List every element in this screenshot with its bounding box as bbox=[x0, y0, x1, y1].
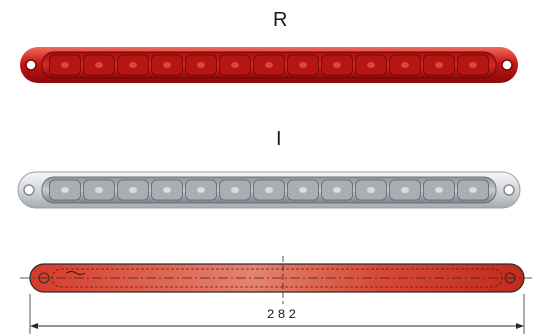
dimension-arrow-left bbox=[30, 323, 38, 329]
red-lamp-photo bbox=[20, 47, 518, 83]
led-emitter bbox=[163, 62, 171, 68]
led-emitter bbox=[95, 62, 103, 68]
led-emitter bbox=[95, 187, 103, 193]
red-led-row bbox=[49, 54, 489, 76]
led-emitter bbox=[333, 62, 341, 68]
technical-drawing: 282 bbox=[20, 256, 532, 334]
led-emitter bbox=[435, 187, 443, 193]
led-emitter bbox=[197, 187, 205, 193]
led-emitter bbox=[401, 187, 409, 193]
led-emitter bbox=[469, 187, 477, 193]
led-emitter bbox=[129, 187, 137, 193]
led-emitter bbox=[299, 187, 307, 193]
maker-logo bbox=[65, 271, 86, 275]
led-emitter bbox=[231, 187, 239, 193]
mount-hole-right bbox=[503, 184, 515, 196]
mount-hole-left bbox=[25, 59, 37, 71]
variant-label-r: R bbox=[273, 9, 288, 31]
led-emitter bbox=[469, 62, 477, 68]
led-emitter bbox=[367, 62, 375, 68]
led-emitter bbox=[367, 187, 375, 193]
dimension-arrow-right bbox=[516, 323, 524, 329]
clear-led-row bbox=[49, 179, 489, 201]
led-emitter bbox=[265, 187, 273, 193]
led-emitter bbox=[401, 62, 409, 68]
led-emitter bbox=[61, 62, 69, 68]
led-emitter bbox=[299, 62, 307, 68]
dimension-value: 282 bbox=[267, 307, 299, 322]
mount-hole-right bbox=[501, 59, 513, 71]
led-emitter bbox=[61, 187, 69, 193]
clear-lamp-photo bbox=[17, 171, 521, 209]
led-emitter bbox=[265, 62, 273, 68]
led-emitter bbox=[333, 187, 341, 193]
led-emitter bbox=[435, 62, 443, 68]
led-emitter bbox=[197, 62, 205, 68]
mount-hole-left bbox=[23, 184, 35, 196]
led-emitter bbox=[163, 187, 171, 193]
led-emitter bbox=[129, 62, 137, 68]
led-emitter bbox=[231, 62, 239, 68]
variant-label-i: I bbox=[276, 128, 282, 150]
